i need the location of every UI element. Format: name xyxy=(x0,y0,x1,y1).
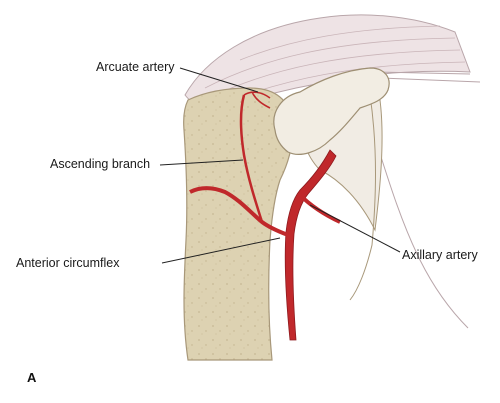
panel-letter: A xyxy=(27,370,37,385)
anterior-circumflex-artery xyxy=(189,186,289,237)
muscle-fibers xyxy=(204,25,466,103)
leader-anterior xyxy=(161,237,281,264)
scapula-edge xyxy=(349,94,376,301)
humerus xyxy=(183,87,294,361)
label-ascending-branch: Ascending branch xyxy=(50,157,151,171)
ascending-branch-artery xyxy=(239,94,264,223)
leader-axillary xyxy=(309,204,401,253)
label-arcuate-artery: Arcuate artery xyxy=(96,60,175,74)
leader-ascending xyxy=(159,159,244,166)
label-anterior-circumflex: Anterior circumflex xyxy=(16,256,120,270)
leader-arcuate xyxy=(179,67,259,93)
label-axillary-artery: Axillary artery xyxy=(402,248,478,262)
coracoid-process xyxy=(273,67,390,155)
arcuate-artery xyxy=(243,91,271,109)
axillary-artery xyxy=(284,149,337,341)
